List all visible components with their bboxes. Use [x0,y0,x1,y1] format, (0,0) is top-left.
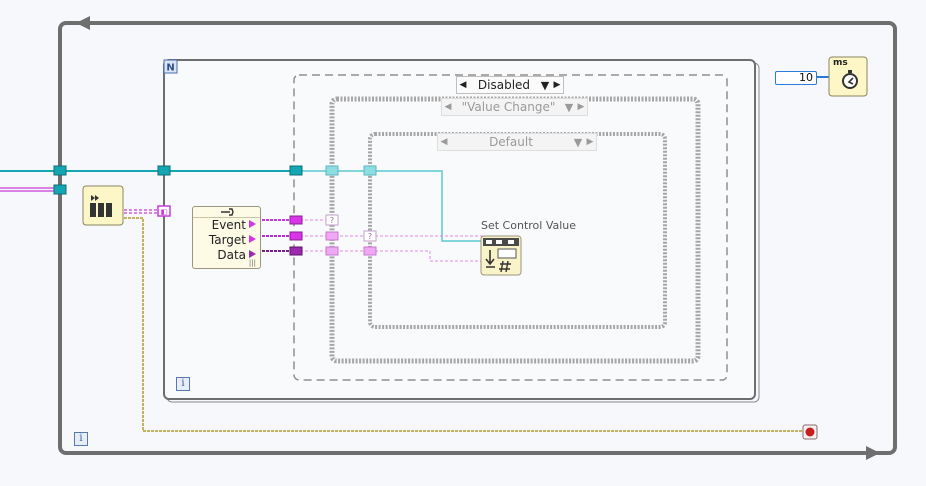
for-loop-count-terminal[interactable] [163,59,178,74]
unbundle-header [193,207,260,218]
case-selector-dropdown-icon[interactable]: ▼ [573,135,583,149]
tunnel-case-inner-teal[interactable] [363,165,377,176]
case-selector-value: Default [489,135,533,149]
case-selector-next-icon[interactable]: ▶ [586,137,594,147]
subvi-label: Set Control Value [481,219,577,232]
wire-error[interactable] [124,217,806,432]
unbundle-row-target[interactable]: Target [208,233,246,247]
unbundle-row-event[interactable]: Event [211,218,246,232]
case-inner-selector-mark: ? [368,232,372,241]
case-middle-selector-terminal[interactable] [325,214,339,226]
disable-structure-frame[interactable] [293,74,728,381]
tunnel-while-event-reg[interactable] [53,184,67,195]
tunnel-case-middle-target[interactable] [325,231,339,241]
unbundle-arrows-icon [249,220,256,258]
case-selector-prev-icon[interactable]: ◀ [440,137,448,147]
for-loop-event-reg-tunnel[interactable] [157,205,171,217]
case-selector-value: Disabled [477,78,531,92]
while-loop-frame[interactable] [58,21,897,455]
case-selector-event[interactable]: ◀ "Value Change" ▼ ▶ [441,98,588,116]
set-control-value-icon [483,238,519,273]
tunnel-for-teal[interactable] [157,165,171,176]
while-loop-arrow-top-icon [76,16,90,30]
tunnel-disable-data[interactable] [289,246,303,256]
wrench-icon [221,208,234,216]
tunnel-disable-target[interactable] [289,231,303,241]
case-selector-dropdown-icon[interactable]: ▼ [564,100,574,114]
case-inner-selector-terminal[interactable] [363,230,377,242]
for-loop-frame[interactable] [163,59,756,400]
while-loop-info-icon[interactable]: i [74,432,88,446]
wire-event-registration[interactable] [0,187,60,192]
unbundle-by-name-node[interactable]: Event Target Data ||| [192,206,261,269]
case-middle-selector-mark: ? [330,216,334,225]
tunnel-case-middle-data[interactable] [325,246,339,256]
unbundle-resize-handle[interactable]: ||| [248,259,256,267]
tunnel-while-teal[interactable] [53,165,67,176]
stopwatch-icon [842,70,858,89]
case-selector-prev-icon[interactable]: ◀ [459,80,467,90]
wire-event-registration-2[interactable] [124,209,164,214]
case-selector-prev-icon[interactable]: ◀ [444,102,452,112]
case-selector-value: "Value Change" [461,100,556,114]
for-loop-info-icon[interactable]: i [176,377,190,391]
case-selector-next-icon[interactable]: ▶ [577,102,585,112]
tunnel-case-inner-data[interactable] [363,246,377,256]
case-selector-next-icon[interactable]: ▶ [553,80,561,90]
shift-register-mark: ◧ [161,208,168,216]
tunnel-disable-event[interactable] [289,215,303,225]
tunnel-case-middle-teal[interactable] [325,165,339,176]
wait-ms-constant[interactable]: 10 [775,71,817,85]
case-selector-disable[interactable]: ◀ Disabled ▼ ▶ [456,76,564,94]
unbundle-row-data[interactable]: Data [217,248,246,262]
register-events-icon [90,195,112,217]
case-selector-dropdown-icon[interactable]: ▼ [540,78,550,92]
case-selector-default[interactable]: ◀ Default ▼ ▶ [437,133,597,151]
tunnel-disable-teal[interactable] [289,165,303,176]
while-loop-arrow-bottom-icon [866,446,880,460]
wait-ms-unit: ms [833,58,848,68]
for-loop-count-label: N [166,63,174,74]
stop-terminal-icon [805,427,815,437]
